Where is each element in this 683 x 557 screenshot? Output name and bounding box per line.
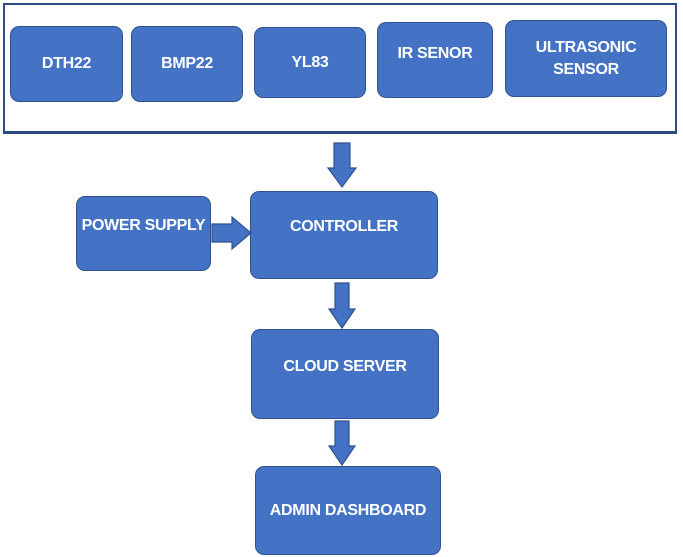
sensor-yl83-node: YL83 — [254, 27, 366, 98]
admin-dashboard-label: ADMIN DASHBOARD — [269, 501, 427, 519]
power-to-controller-arrow — [211, 215, 252, 251]
cloud-to-dashboard-arrow — [327, 420, 357, 467]
controller-label: CONTROLLER — [289, 218, 399, 235]
controller-node: CONTROLLER — [250, 191, 438, 279]
sensor-ir-node: IR SENOR — [377, 22, 493, 98]
controller-to-cloud-arrow — [327, 282, 357, 330]
power-supply-node: POWER SUPPLY — [76, 196, 211, 271]
sensor-yl83-label: YL83 — [291, 53, 329, 71]
sensor-dth22-label: DTH22 — [41, 55, 92, 73]
sensor-group-frame — [3, 3, 677, 134]
sensor-ultrasonic-label: ULTRASONIC SENSOR — [535, 38, 637, 78]
sensor-dth22-node: DTH22 — [10, 26, 123, 102]
sensor-ir-label: IR SENOR — [397, 45, 473, 62]
power-supply-label: POWER SUPPLY — [81, 217, 206, 234]
sensors-to-controller-arrow — [326, 142, 358, 189]
sensor-bmp22-label: BMP22 — [161, 55, 213, 73]
sensor-ultrasonic-node: ULTRASONIC SENSOR — [505, 20, 667, 97]
cloud-server-label: CLOUD SERVER — [283, 358, 407, 375]
sensor-bmp22-node: BMP22 — [131, 26, 243, 102]
admin-dashboard-node: ADMIN DASHBOARD — [255, 466, 441, 555]
cloud-server-node: CLOUD SERVER — [251, 329, 439, 419]
